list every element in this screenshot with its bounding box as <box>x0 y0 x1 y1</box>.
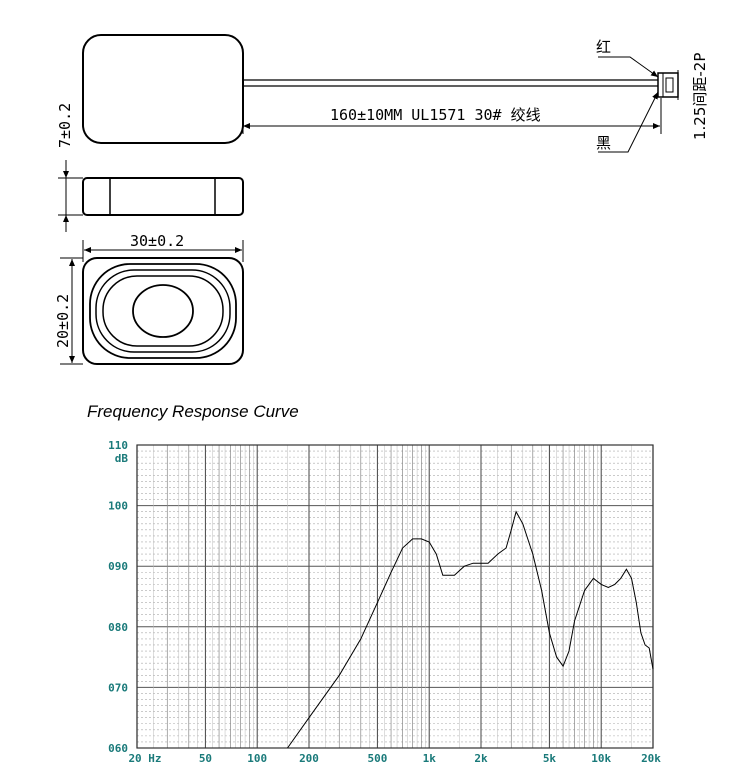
y-tick-label: 080 <box>108 621 128 634</box>
x-tick-label: 50 <box>199 752 212 765</box>
x-tick-label: 100 <box>247 752 267 765</box>
connector-label: 1.25间距-2P <box>691 53 709 140</box>
x-tick-label: 20k <box>641 752 661 765</box>
plot-frame <box>136 444 654 749</box>
height-dimension: 7±0.2 <box>56 103 74 148</box>
y-tick-label: 090 <box>108 560 128 573</box>
speaker-side-view <box>82 177 244 216</box>
width-dimension: 30±0.2 <box>130 232 184 250</box>
speaker-top-view <box>82 34 244 144</box>
x-tick-label: 10k <box>591 752 611 765</box>
red-wire-label: 红 <box>596 38 611 56</box>
speaker-drawing: 160±10MM UL1571 30# 绞线 红 黑 1.25间距-2P 7±0… <box>54 34 709 365</box>
y-tick-label: 070 <box>108 681 128 694</box>
x-tick-label: 2k <box>474 752 488 765</box>
response-curve <box>287 510 654 749</box>
cable-dimension: 160±10MM UL1571 30# 绞线 <box>330 106 541 124</box>
x-tick-label: 1k <box>423 752 437 765</box>
x-tick-label: 200 <box>299 752 319 765</box>
y-unit-label: dB <box>115 452 129 465</box>
chart-title: Frequency Response Curve <box>87 402 299 421</box>
black-wire-label: 黑 <box>596 134 611 152</box>
x-tick-label: 500 <box>368 752 388 765</box>
speaker-bottom-view <box>82 257 244 365</box>
depth-dimension: 20±0.2 <box>54 294 72 348</box>
y-tick-label: 060 <box>108 742 128 755</box>
x-tick-label: 5k <box>543 752 557 765</box>
y-tick-label: 100 <box>108 500 128 513</box>
speaker-cone <box>132 284 194 338</box>
x-tick-label: 20 Hz <box>128 752 161 765</box>
y-tick-label: 110 <box>108 439 128 452</box>
